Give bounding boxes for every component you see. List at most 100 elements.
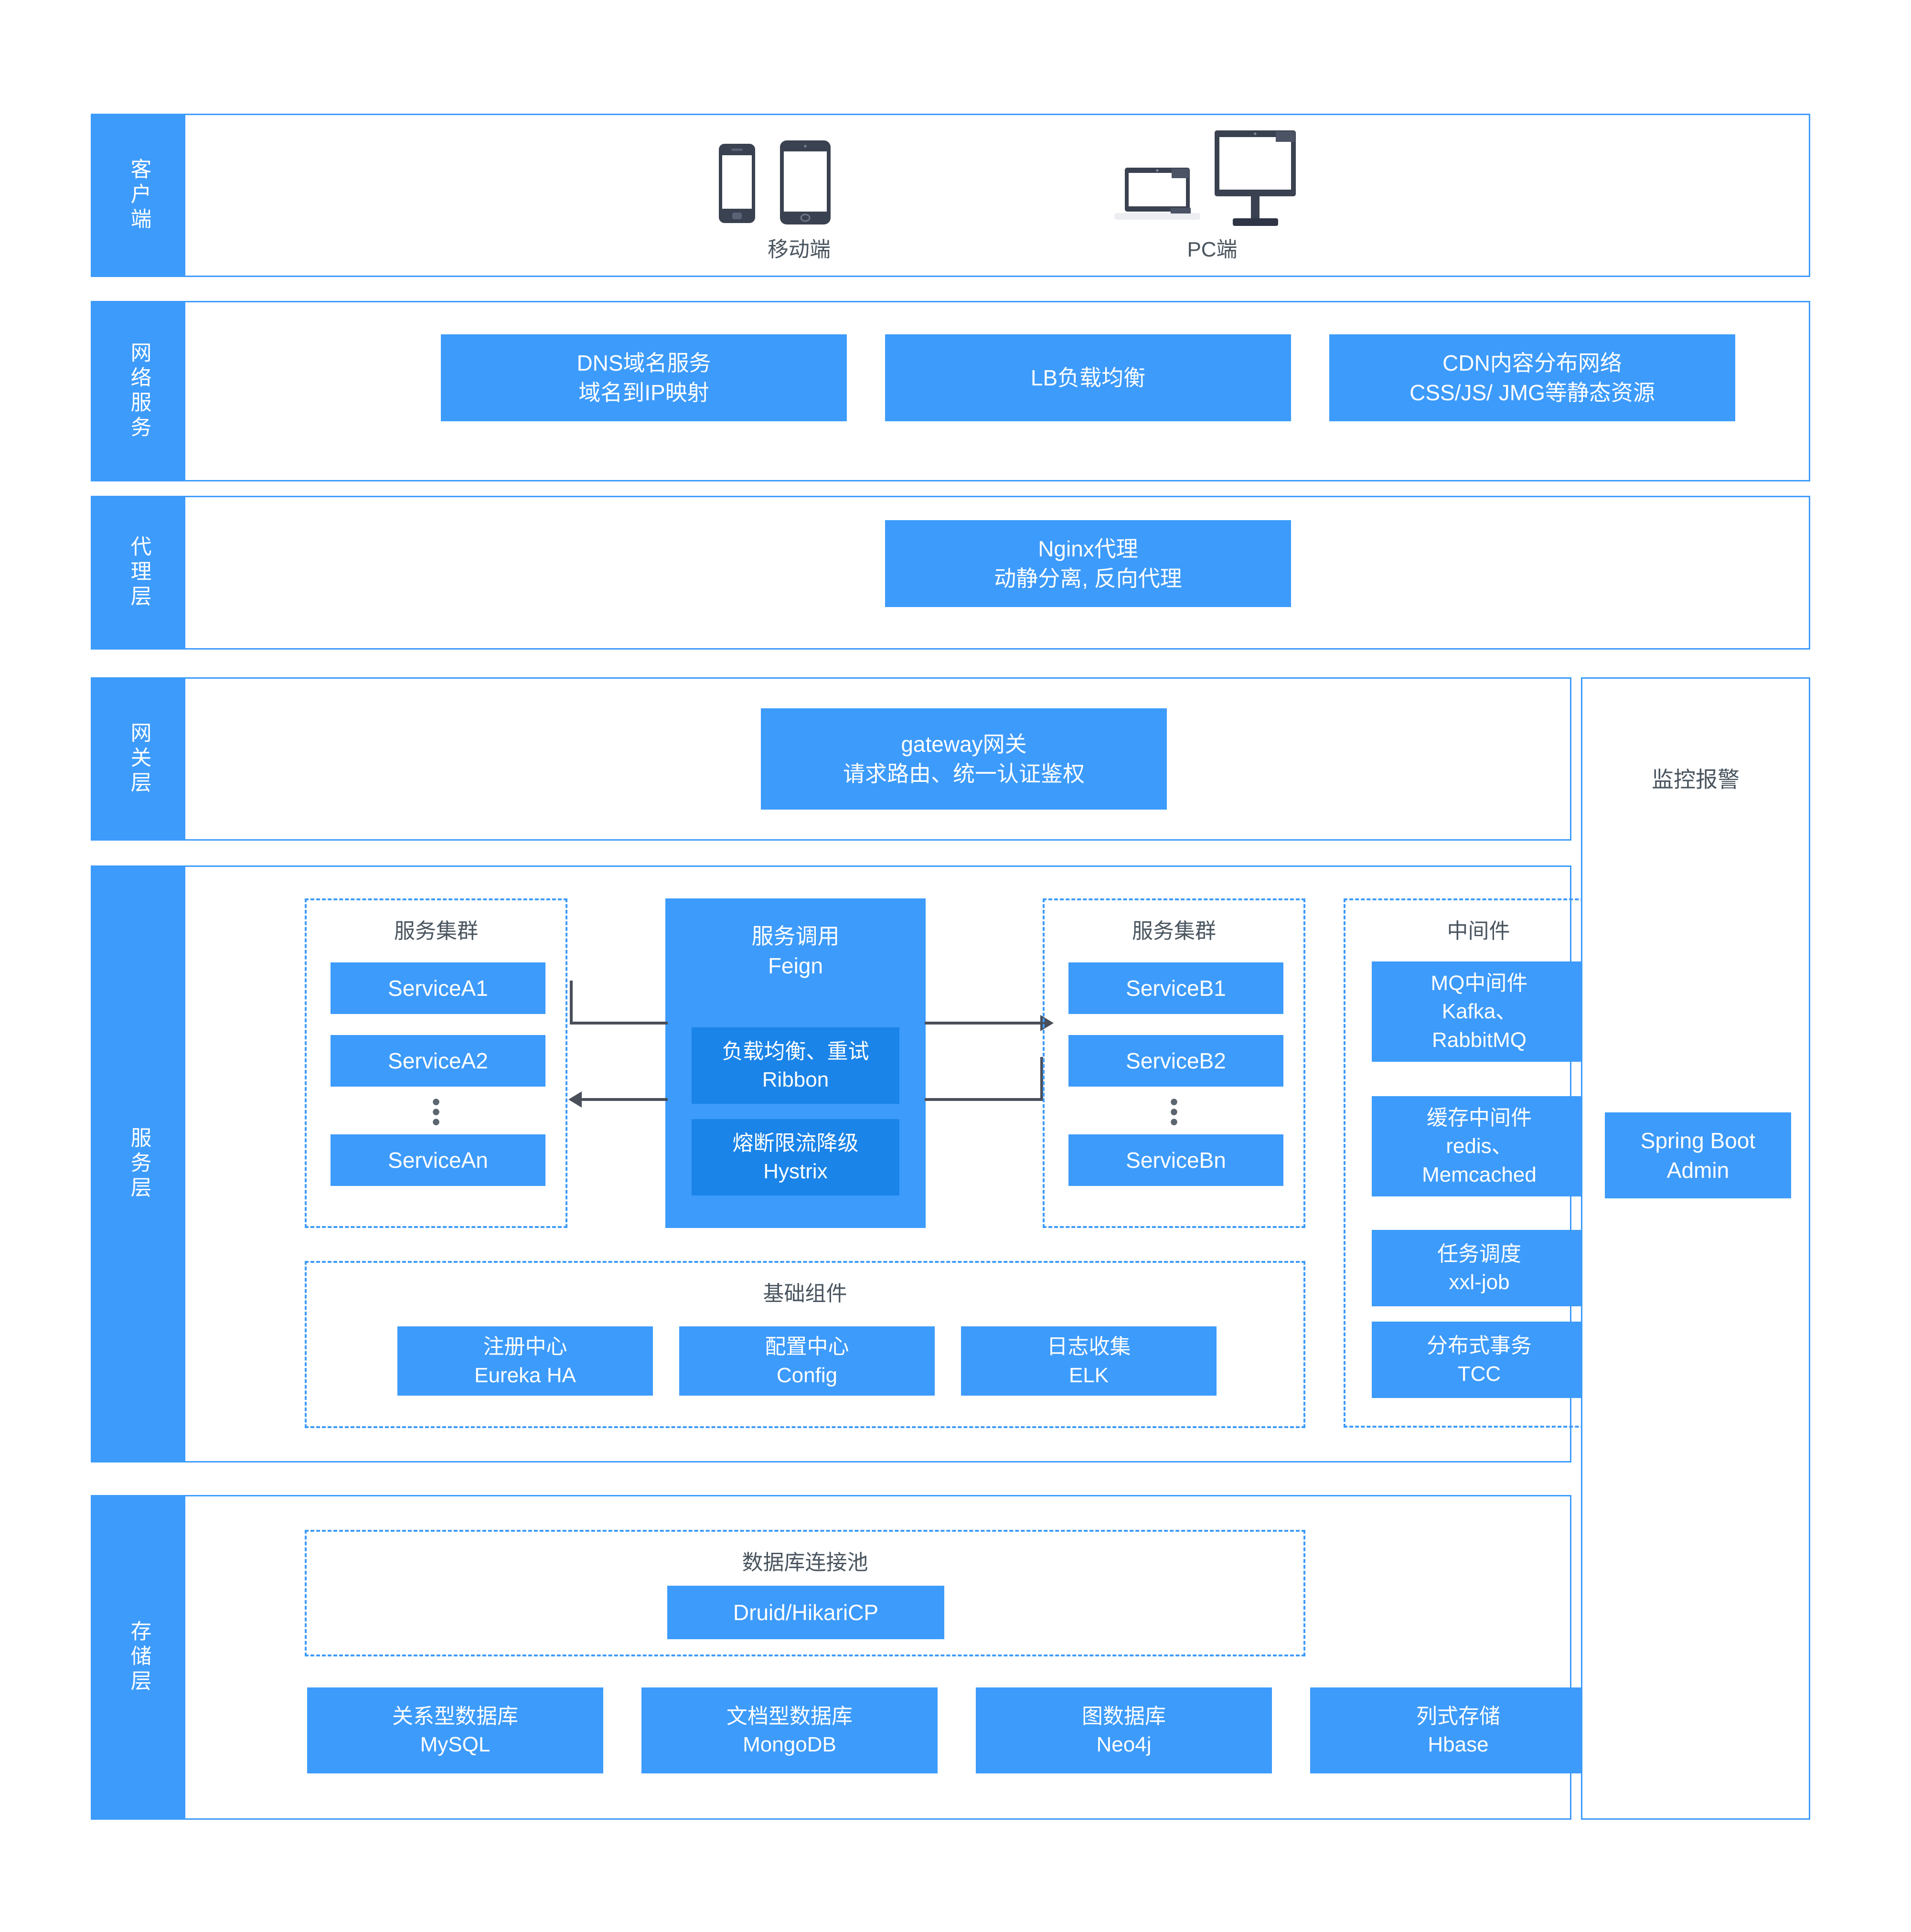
service-a2-label: ServiceA2 bbox=[388, 1048, 488, 1073]
gateway-box-gateway[interactable]: gateway网关 请求路由、统一认证鉴权 bbox=[761, 708, 1167, 810]
middleware-transaction-line2: TCC bbox=[1457, 1362, 1501, 1386]
service-base-components-title: 基础组件 bbox=[763, 1282, 847, 1305]
monitoring-title: 监控报警 bbox=[1652, 767, 1740, 792]
layer-label-storage: 存储层 bbox=[92, 1496, 185, 1818]
arrow-a-to-feign-vertical bbox=[570, 981, 573, 1025]
middleware-mq-line3: RabbitMQ bbox=[1431, 1028, 1527, 1052]
base-config-line2: Config bbox=[776, 1363, 838, 1387]
service-bn-box[interactable]: ServiceBn bbox=[1068, 1134, 1283, 1186]
middleware-mq-box[interactable]: MQ中间件 Kafka、 RabbitMQ bbox=[1372, 961, 1587, 1062]
service-invoke-box[interactable]: 服务调用 Feign 负载均衡、重试 Ribbon 熔断限流降级 Hystrix bbox=[665, 898, 926, 1228]
arrow-feign-to-a-head bbox=[568, 1091, 582, 1108]
service-base-components-group: 基础组件 注册中心 Eureka HA 配置中心 Config 日志收集 ELK bbox=[305, 1261, 1305, 1428]
service-b1-box[interactable]: ServiceB1 bbox=[1068, 962, 1283, 1014]
service-cluster-b-title: 服务集群 bbox=[1132, 919, 1216, 943]
storage-db-hbase[interactable]: 列式存储 Hbase bbox=[1310, 1687, 1606, 1773]
base-registry-line1: 注册中心 bbox=[483, 1335, 567, 1359]
service-middleware-group: 中间件 MQ中间件 Kafka、 RabbitMQ 缓存中间件 redis、 M… bbox=[1344, 898, 1613, 1428]
service-invoke-line2: Feign bbox=[768, 953, 823, 979]
base-registry-line2: Eureka HA bbox=[474, 1363, 576, 1387]
service-a2-box[interactable]: ServiceA2 bbox=[331, 1035, 545, 1087]
layer-body-proxy: Nginx代理 动静分离, 反向代理 bbox=[185, 497, 1809, 648]
storage-db-mongodb[interactable]: 文档型数据库 MongoDB bbox=[641, 1687, 938, 1773]
network-box-dns-line1: DNS域名服务 bbox=[577, 350, 711, 375]
ribbon-line2: Ribbon bbox=[762, 1068, 829, 1091]
layer-body-gateway: gateway网关 请求路由、统一认证鉴权 bbox=[185, 679, 1570, 839]
service-a1-label: ServiceA1 bbox=[388, 975, 488, 1001]
middleware-scheduler-box[interactable]: 任务调度 xxl-job bbox=[1372, 1230, 1587, 1306]
base-logging-line2: ELK bbox=[1068, 1363, 1109, 1387]
service-a1-box[interactable]: ServiceA1 bbox=[331, 962, 545, 1014]
arrow-b-to-feign-horizontal bbox=[925, 1098, 1043, 1101]
network-box-cdn-line1: CDN内容分布网络 bbox=[1442, 350, 1622, 375]
monitoring-panel: 监控报警 Spring Boot Admin bbox=[1581, 677, 1810, 1820]
middleware-mq-line1: MQ中间件 bbox=[1431, 971, 1528, 995]
monitor-icon bbox=[1215, 130, 1296, 226]
service-cluster-a-ellipsis: ••• bbox=[432, 1089, 440, 1135]
layer-label-gateway: 网关层 bbox=[92, 679, 185, 839]
service-cluster-b: 服务集群 ServiceB1 ServiceB2 ••• ServiceBn bbox=[1043, 898, 1305, 1228]
network-box-dns[interactable]: DNS域名服务 域名到IP映射 bbox=[441, 334, 847, 421]
pc-devices-group bbox=[1114, 129, 1310, 230]
network-box-cdn[interactable]: CDN内容分布网络 CSS/JS/ JMG等静态资源 bbox=[1329, 334, 1735, 421]
phone-icon bbox=[719, 144, 755, 223]
proxy-box-nginx-line2: 动静分离, 反向代理 bbox=[994, 566, 1182, 591]
network-box-cdn-line2: CSS/JS/ JMG等静态资源 bbox=[1409, 380, 1655, 405]
service-invoke-hystrix[interactable]: 熔断限流降级 Hystrix bbox=[692, 1119, 899, 1195]
service-bn-label: ServiceBn bbox=[1126, 1147, 1226, 1173]
service-cluster-a-title: 服务集群 bbox=[394, 919, 478, 943]
arrow-feign-to-b-horizontal bbox=[925, 1022, 1042, 1025]
network-box-lb[interactable]: LB负载均衡 bbox=[885, 334, 1291, 421]
storage-db-hbase-line1: 列式存储 bbox=[1416, 1704, 1500, 1728]
storage-db-neo4j-line1: 图数据库 bbox=[1082, 1704, 1166, 1728]
middleware-transaction-line1: 分布式事务 bbox=[1427, 1334, 1532, 1357]
storage-db-neo4j-line2: Neo4j bbox=[1096, 1733, 1152, 1756]
service-b2-label: ServiceB2 bbox=[1126, 1048, 1226, 1073]
hystrix-line2: Hystrix bbox=[763, 1160, 828, 1183]
service-b1-label: ServiceB1 bbox=[1126, 975, 1226, 1001]
ribbon-line1: 负载均衡、重试 bbox=[722, 1039, 869, 1063]
base-config-box[interactable]: 配置中心 Config bbox=[679, 1326, 935, 1396]
network-box-dns-line2: 域名到IP映射 bbox=[578, 380, 709, 405]
storage-db-neo4j[interactable]: 图数据库 Neo4j bbox=[976, 1687, 1272, 1773]
layer-client: 客户端 移动端 bbox=[91, 114, 1810, 277]
storage-pool-box[interactable]: Druid/HikariCP bbox=[667, 1586, 944, 1639]
middleware-transaction-box[interactable]: 分布式事务 TCC bbox=[1372, 1322, 1587, 1398]
middleware-cache-box[interactable]: 缓存中间件 redis、 Memcached bbox=[1372, 1096, 1587, 1196]
service-invoke-ribbon[interactable]: 负载均衡、重试 Ribbon bbox=[692, 1027, 899, 1104]
base-registry-box[interactable]: 注册中心 Eureka HA bbox=[397, 1326, 653, 1396]
middleware-cache-line3: Memcached bbox=[1422, 1163, 1537, 1186]
monitoring-spring-boot-admin-box[interactable]: Spring Boot Admin bbox=[1605, 1112, 1791, 1198]
service-an-label: ServiceAn bbox=[388, 1147, 488, 1173]
base-logging-box[interactable]: 日志收集 ELK bbox=[961, 1326, 1217, 1396]
base-config-line1: 配置中心 bbox=[765, 1335, 849, 1359]
arrow-b-to-feign-vertical bbox=[1040, 1057, 1043, 1101]
service-b2-box[interactable]: ServiceB2 bbox=[1068, 1035, 1283, 1087]
storage-db-mongodb-line1: 文档型数据库 bbox=[726, 1704, 853, 1728]
storage-pool-box-label: Druid/HikariCP bbox=[733, 1600, 879, 1625]
layer-body-service: 服务集群 ServiceA1 ServiceA2 ••• ServiceAn 服… bbox=[185, 867, 1613, 1461]
mobile-devices-group bbox=[718, 138, 880, 229]
pc-caption: PC端 bbox=[1187, 238, 1238, 261]
middleware-mq-line2: Kafka、 bbox=[1441, 1000, 1517, 1024]
storage-pool-group: 数据库连接池 Druid/HikariCP bbox=[305, 1530, 1305, 1656]
layer-body-storage: 数据库连接池 Druid/HikariCP 关系型数据库 MySQL 文档型数据… bbox=[185, 1496, 1606, 1818]
storage-db-mysql[interactable]: 关系型数据库 MySQL bbox=[307, 1687, 603, 1773]
layer-label-proxy: 代理层 bbox=[92, 497, 185, 648]
middleware-cache-line2: redis、 bbox=[1446, 1134, 1513, 1158]
service-middleware-title: 中间件 bbox=[1447, 919, 1510, 943]
arrow-feign-to-a-horizontal bbox=[582, 1098, 668, 1101]
service-an-box[interactable]: ServiceAn bbox=[331, 1134, 545, 1186]
layer-service: 服务层 服务集群 ServiceA1 ServiceA2 ••• Service… bbox=[91, 865, 1613, 1462]
service-cluster-a: 服务集群 ServiceA1 ServiceA2 ••• ServiceAn bbox=[305, 898, 567, 1228]
storage-db-mysql-line2: MySQL bbox=[420, 1733, 491, 1756]
layer-storage: 存储层 数据库连接池 Druid/HikariCP 关系型数据库 MySQL 文… bbox=[91, 1495, 1606, 1820]
middleware-scheduler-line1: 任务调度 bbox=[1437, 1242, 1521, 1266]
arrow-a-to-feign-horizontal bbox=[570, 1022, 668, 1025]
network-box-lb-line1: LB负载均衡 bbox=[1030, 365, 1146, 390]
layer-label-service: 服务层 bbox=[92, 867, 185, 1461]
gateway-box-line2: 请求路由、统一认证鉴权 bbox=[843, 761, 1085, 786]
tablet-icon bbox=[780, 140, 831, 224]
storage-db-hbase-line2: Hbase bbox=[1428, 1733, 1489, 1756]
proxy-box-nginx[interactable]: Nginx代理 动静分离, 反向代理 bbox=[885, 520, 1291, 607]
